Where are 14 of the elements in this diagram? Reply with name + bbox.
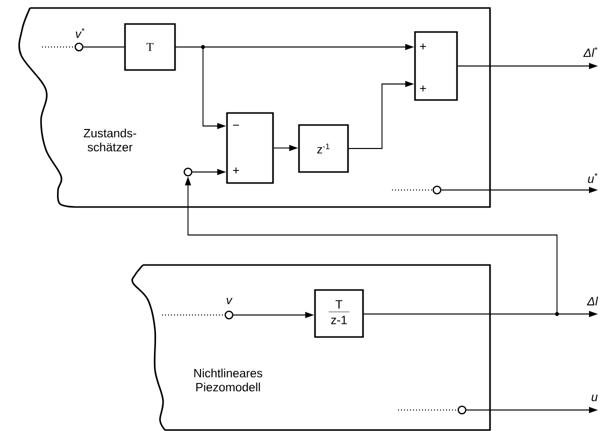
signal-label: u	[592, 394, 598, 402]
block-box: T	[124, 23, 176, 71]
terminal-circle	[458, 406, 466, 414]
node-label: v$^{*}$	[76, 28, 85, 38]
signal-label: Δl	[586, 296, 598, 306]
signal-label: Δl$^{*}$	[583, 47, 598, 57]
block-box: z$^{-1}$	[298, 124, 349, 173]
node-label: v	[226, 298, 233, 304]
terminal-circle	[184, 168, 192, 176]
signal-label: u$^{*}$	[588, 173, 598, 183]
block-box: T z-1	[314, 289, 364, 338]
terminal-circle	[432, 186, 442, 194]
block-box: + +	[414, 31, 458, 101]
block-box: − +	[226, 112, 274, 184]
